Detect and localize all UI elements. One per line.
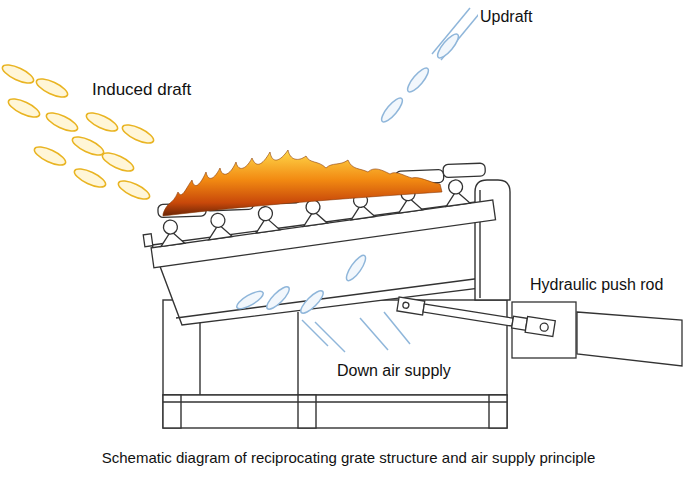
grate-plate [443,163,485,177]
end-wall [475,180,510,300]
down-air-streak [360,318,388,350]
bar-roller [210,212,226,228]
down-air-puff [298,288,326,316]
base-foot [163,395,181,428]
flame [163,150,442,216]
bar-roller [258,206,274,222]
diagram-label: Induced draft [90,80,193,100]
push-rod [423,304,513,326]
hydraulic-cylinder [577,312,682,366]
induced-draft-puff [0,61,36,86]
induced-draft-puff [120,121,156,146]
base-line [163,401,507,402]
bar-roller [448,179,464,195]
figure-caption: Schematic diagram of reciprocating grate… [0,449,697,467]
rod-collar [512,316,528,330]
grate-end-cap [143,234,153,247]
induced-draft-puff [72,165,108,190]
induced-draft-puff [84,109,120,134]
diagram-label: Down air supply [335,362,453,380]
induced-draft-puff [6,95,42,120]
diagram-label: Hydraulic push rod [528,276,665,294]
base-beam [163,395,507,428]
induced-draft-puff [34,75,70,100]
updraft-puff [405,65,432,94]
induced-draft-puff [70,133,106,158]
cylinder-housing [512,302,576,358]
induced-draft-puff [44,109,80,134]
rod-pin [402,302,409,309]
updraft-puff [379,95,406,124]
down-air-puff [343,253,368,283]
induced-draft-puff [116,177,152,202]
rod-clevis [397,297,425,315]
frame-post [297,312,298,395]
rod-end-pin [540,323,549,332]
induced-draft-puff [32,143,68,168]
down-air-streak [384,312,410,344]
sloped-wedge [152,198,505,325]
updraft-puff [435,31,462,60]
down-air-puff [264,284,292,312]
base-foot [489,395,507,428]
bar-roller [162,219,178,235]
induced-draft-puff [100,149,136,174]
diagram-label: Updraft [478,8,534,26]
down-air-puff [235,288,266,312]
down-air-streak [302,320,328,346]
frame-post [199,318,200,395]
base-foot [298,395,316,428]
grate-bar [440,159,490,207]
rod-end-block [525,316,555,336]
